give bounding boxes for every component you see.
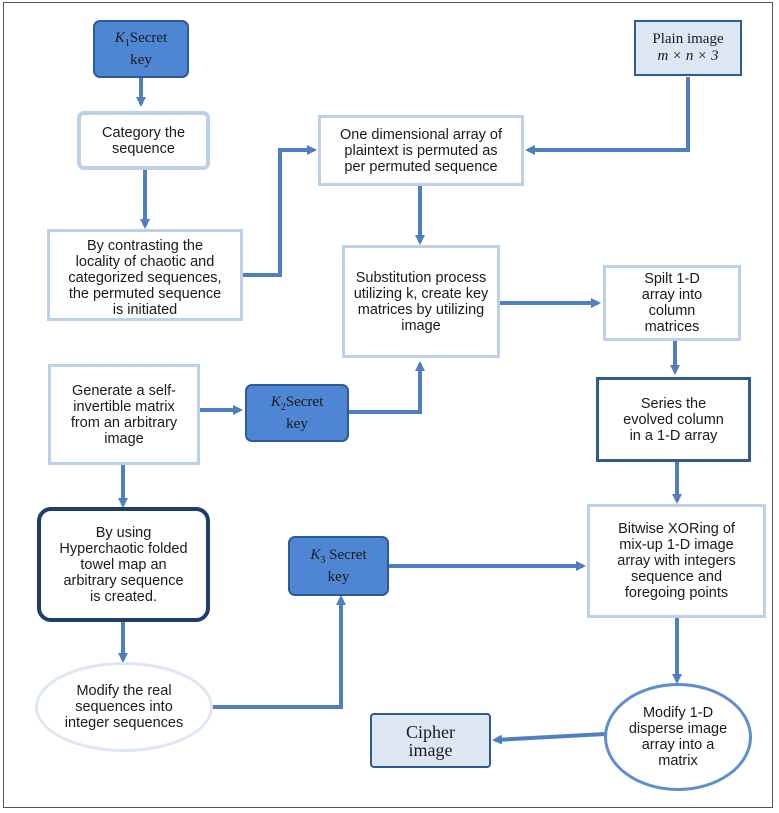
k2-label-line2: key [286,415,308,432]
diagram-frame [3,2,773,808]
one-dimensional-array-node: One dimensional array of plaintext is pe… [318,115,524,186]
k1-label: Secret [129,29,168,46]
substitution-process-text: Substitution process utilizing k, create… [353,269,489,334]
arrow-contrast-to-onedim [243,145,317,277]
arrow-modifyreal-to-k3 [213,595,346,709]
contrast-locality-text: By contrasting the locality of chaotic a… [68,238,222,318]
hyperchaotic-map-text: By using Hyperchaotic folded towel map a… [59,524,188,605]
k2-subscript: 2 [280,401,286,413]
hyperchaotic-map-node: By using Hyperchaotic folded towel map a… [37,507,210,622]
modify-real-sequences-text: Modify the real sequences into integer s… [64,683,184,731]
one-dimensional-array-text: One dimensional array of plaintext is pe… [340,126,502,175]
k1-label-line2: key [130,51,152,68]
arrow-k2-to-substitution [349,361,425,414]
split-array-node: Spilt 1-D array into column matrices [603,265,741,341]
series-column-text: Series the evolved column in a 1-D array [623,395,724,444]
cipher-image-node: Cipher image [370,713,491,768]
k3-label: Secret [325,546,367,563]
plain-image-node: Plain image m × n × 3 [634,20,742,76]
substitution-process-node: Substitution process utilizing k, create… [342,245,500,358]
k2-secret-key-node: K2Secret key [245,384,349,442]
modify-real-sequences-node: Modify the real sequences into integer s… [35,662,213,752]
generate-matrix-node: Generate a self-invertible matrix from a… [48,364,200,465]
category-sequence-node: Category the sequence [77,111,210,170]
arrow-modifydisperse-to-cipher [492,732,606,745]
plain-image-dimensions: m × n × 3 [657,48,719,64]
k3-secret-key-node: K3 Secret key [288,536,389,596]
k3-label-line2: key [327,568,350,585]
split-array-text: Spilt 1-D array into column matrices [641,271,703,335]
contrast-locality-node: By contrasting the locality of chaotic a… [47,229,243,321]
modify-disperse-array-node: Modify 1-D disperse image array into a m… [604,683,752,791]
cipher-image-label-line2: image [408,739,453,760]
cipher-image-label: Cipher [406,721,455,742]
k2-label: Secret [285,393,324,410]
series-column-node: Series the evolved column in a 1-D array [596,377,751,462]
k1-secret-key-node: K1Secret key [93,20,189,78]
arrow-plain-to-onedim [525,77,690,155]
k1-symbol: K [114,29,125,46]
plain-image-label: Plain image [652,31,724,47]
k1-subscript: 1 [124,37,130,49]
k2-symbol: K [270,393,281,410]
bitwise-xor-node: Bitwise XORing of mix-up 1-D image array… [587,504,766,618]
k3-symbol: K [310,546,321,563]
k3-subscript: 3 [320,554,326,566]
modify-disperse-array-text: Modify 1-D disperse image array into a m… [628,705,728,769]
generate-matrix-text: Generate a self-invertible matrix from a… [70,382,178,447]
bitwise-xor-text: Bitwise XORing of mix-up 1-D image array… [617,521,736,601]
category-sequence-text: Category the sequence [101,124,186,157]
